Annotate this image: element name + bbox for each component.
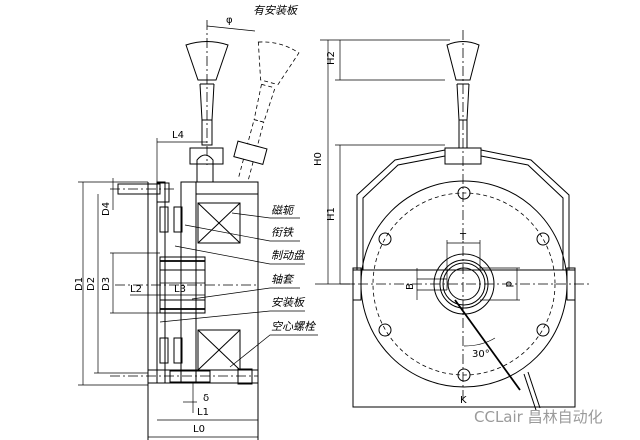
dim-D4: D4 (101, 202, 112, 216)
dim-L2: L2 (130, 284, 142, 295)
dim-T: T (459, 232, 467, 243)
dim-phi: φ (226, 15, 233, 26)
dim-L4: L4 (172, 130, 184, 141)
title-label: 有安装板 (253, 4, 299, 17)
dim-B: B (405, 283, 416, 290)
brake-body (117, 181, 259, 440)
right-view: H0 H2 H1 T B d 30° K (313, 30, 590, 411)
dim-H0: H0 (313, 152, 324, 166)
callout-brake-disc: 制动盘 (271, 249, 306, 262)
dim-delta: δ (203, 393, 209, 404)
left-view: 有安装板 φ L4 D1 D2 D3 D4 L2 L3 δ (74, 4, 318, 440)
dim-K: K (460, 395, 467, 406)
dim-L3: L3 (174, 284, 186, 295)
dim-H1: H1 (326, 207, 337, 221)
callout-mount-plate: 安装板 (271, 296, 306, 309)
callouts: 磁轭 衔铁 制动盘 轴套 安装板 空心螺栓 (159, 204, 318, 368)
callout-sleeve: 轴套 (271, 273, 295, 286)
callout-hollow-bolt: 空心螺栓 (271, 320, 317, 333)
release-handle (185, 41, 229, 182)
watermark: CCLair 昌林自动化 (474, 408, 603, 426)
bolt-holes (378, 186, 550, 382)
dim-L1: L1 (197, 407, 209, 418)
dim-D2: D2 (86, 277, 97, 291)
right-dimensions: H0 H2 H1 T B d 30° K (313, 39, 575, 408)
dim-H2: H2 (326, 51, 337, 65)
dim-d: d (503, 281, 514, 287)
dim-angle: 30° (472, 349, 490, 360)
dim-D3: D3 (101, 277, 112, 291)
dim-L0: L0 (193, 424, 205, 435)
callout-armature: 衔铁 (271, 226, 295, 239)
left-dimensions: 有安装板 φ L4 D1 D2 D3 D4 L2 L3 δ (74, 4, 299, 438)
dim-D1: D1 (74, 277, 85, 291)
release-handle-tilted (233, 41, 300, 183)
callout-yoke: 磁轭 (271, 204, 295, 217)
